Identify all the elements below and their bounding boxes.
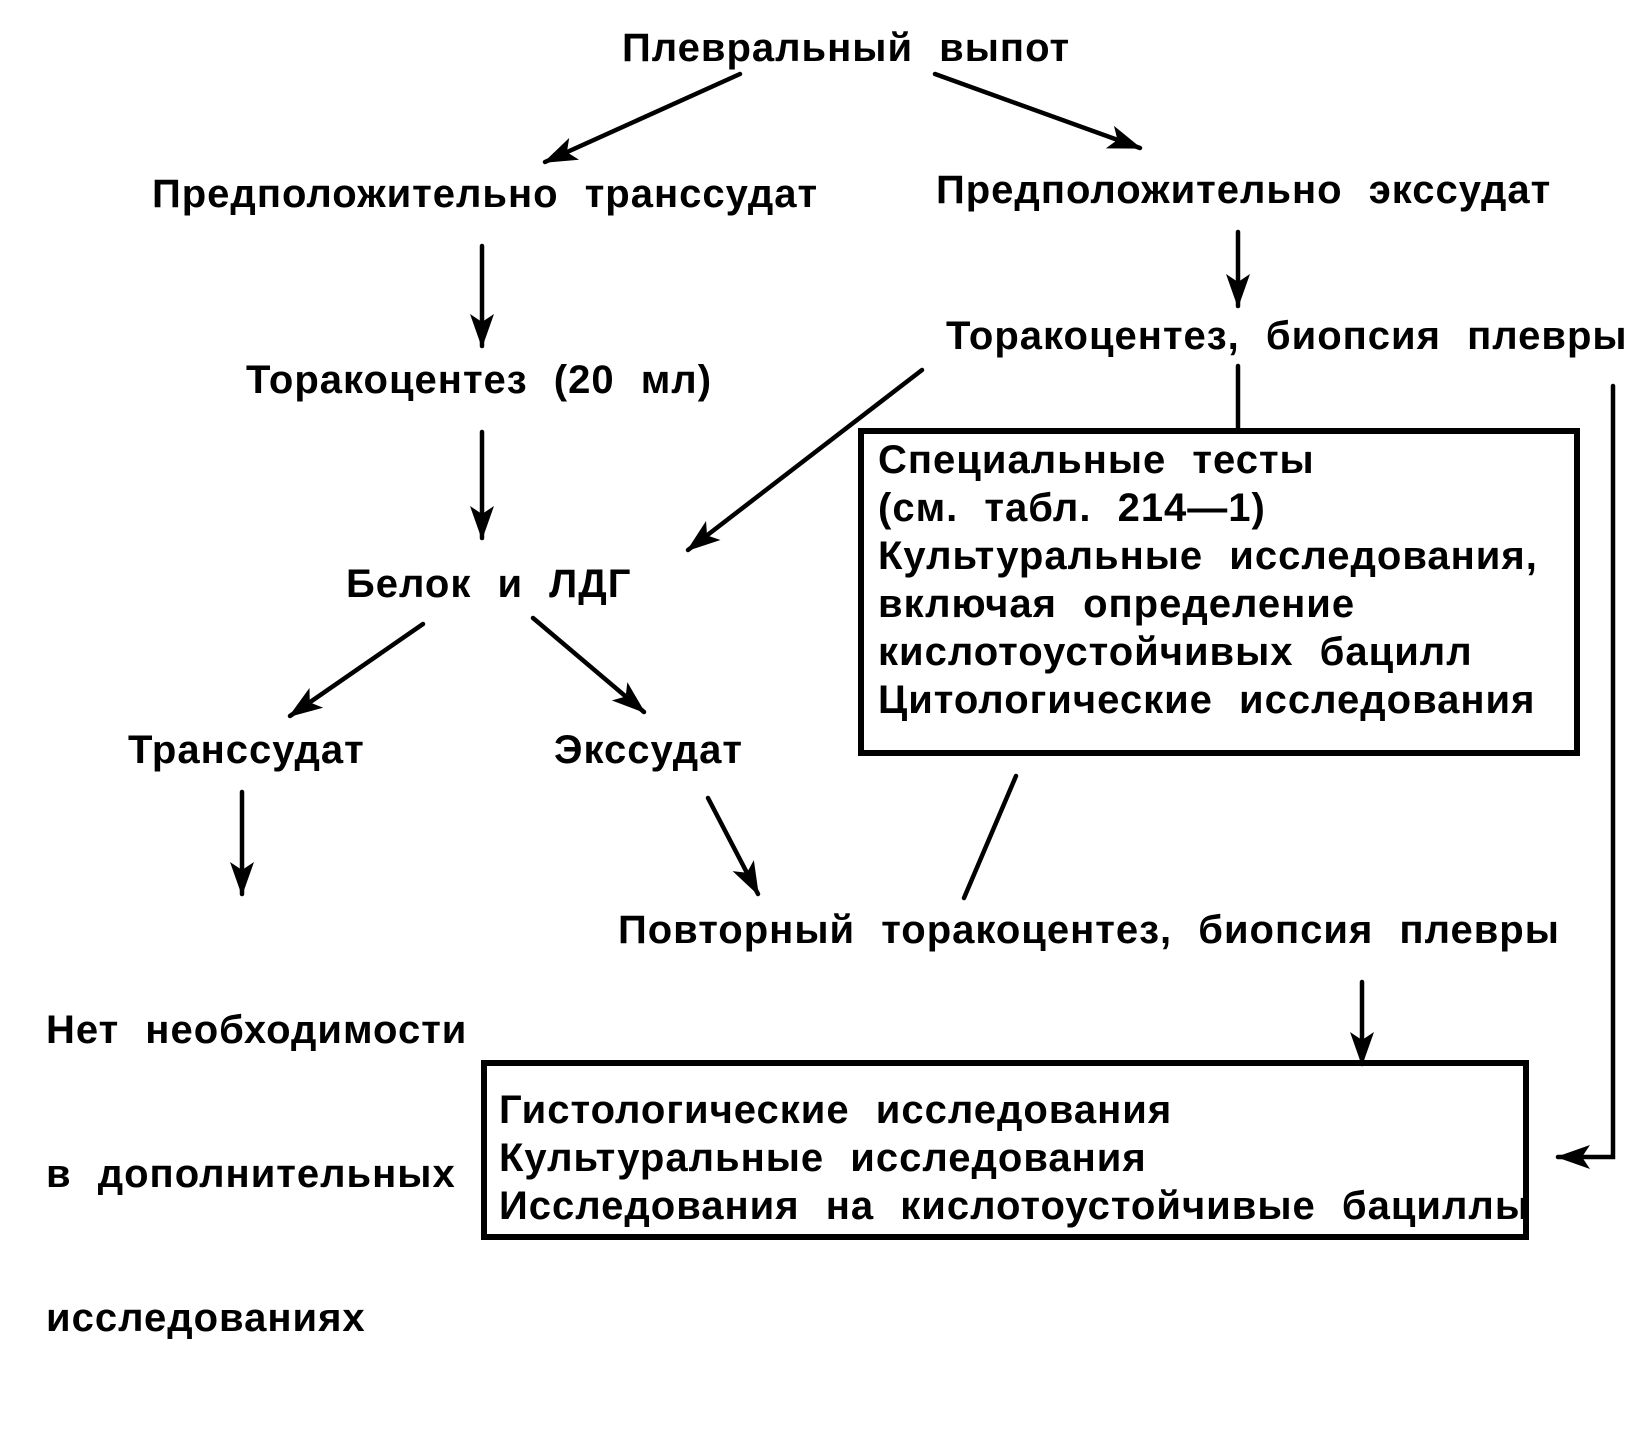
connector-layer bbox=[230, 71, 1616, 1169]
arrow-root-to-presumed-exudate bbox=[932, 71, 1143, 151]
node-presumed-exudate: Предположительно экссудат bbox=[936, 168, 1552, 212]
special-tests-line-4: включая определение bbox=[878, 582, 1356, 626]
node-exudate: Экссудат bbox=[554, 728, 743, 772]
node-thoracentesis-biopsy: Торакоцентез, биопсия плевры bbox=[946, 314, 1628, 358]
special-tests-line-2: (см. табл. 214—1) bbox=[878, 486, 1266, 530]
node-presumed-transudate: Предположительно транссудат bbox=[152, 172, 819, 216]
special-tests-box: Специальные тесты (см. табл. 214—1) Куль… bbox=[858, 428, 1580, 756]
arrow-exudate-to-repeat-thoracentesis bbox=[705, 795, 761, 897]
histology-line-3: Исследования на кислотоустойчивые бацилл… bbox=[499, 1184, 1530, 1228]
no-need-line-2: в дополнительных bbox=[46, 1152, 456, 1196]
node-protein-ldh: Белок и ЛДГ bbox=[346, 562, 632, 606]
special-tests-line-6: Цитологические исследования bbox=[878, 678, 1536, 722]
special-tests-line-3: Культуральные исследования, bbox=[878, 534, 1538, 578]
special-tests-line-1: Специальные тесты bbox=[878, 438, 1315, 482]
arrow-thoracentesis-biopsy-to-histology bbox=[1555, 383, 1616, 1169]
node-repeat-thoracentesis: Повторный торакоцентез, биопсия плевры bbox=[618, 908, 1560, 952]
special-tests-line-5: кислотоустойчивых бацилл bbox=[878, 630, 1473, 674]
no-need-line-1: Нет необходимости bbox=[46, 1008, 468, 1052]
node-no-additional-tests: Нет необходимости в дополнительных иссле… bbox=[46, 910, 467, 1438]
node-pleural-effusion: Плевральный выпот bbox=[622, 26, 1071, 70]
node-thoracentesis-20ml: Торакоцентез (20 мл) bbox=[246, 358, 713, 402]
arrow-thoracentesis-biopsy-to-protein-ldh bbox=[685, 367, 925, 553]
arrow-protein-ldh-to-exudate bbox=[530, 615, 647, 715]
node-transudate: Транссудат bbox=[128, 728, 365, 772]
arrow-root-to-presumed-transudate bbox=[542, 71, 743, 165]
no-need-line-3: исследованиях bbox=[46, 1296, 366, 1340]
arrow-protein-ldh-to-transudate bbox=[287, 621, 426, 719]
line-special-tests-to-repeat-thoracentesis bbox=[961, 773, 1019, 901]
histology-line-2: Культуральные исследования bbox=[499, 1136, 1147, 1180]
histology-box: Гистологические исследования Культуральн… bbox=[481, 1060, 1529, 1240]
histology-line-1: Гистологические исследования bbox=[499, 1088, 1173, 1132]
flowchart: Плевральный выпот Предположительно транс… bbox=[46, 26, 1628, 1340]
